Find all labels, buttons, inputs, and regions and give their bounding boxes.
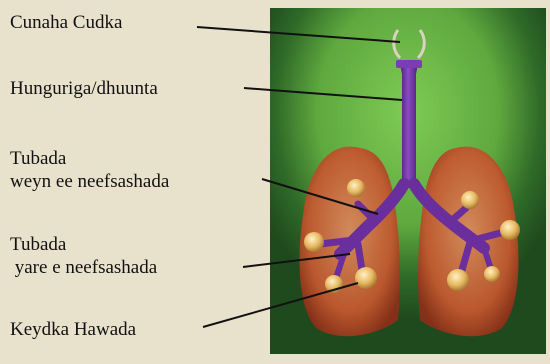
lung-diagram-panel — [270, 8, 546, 354]
label-bronchi: Tubada weyn ee neefsashada — [10, 147, 169, 193]
left-branch-low — [358, 244, 362, 270]
label-bronchioles-line2: yare e neefsashada — [10, 256, 157, 279]
alveolus — [500, 220, 520, 240]
label-bronchioles: Tubada yare e neefsashada — [10, 233, 157, 279]
alveolus — [447, 269, 469, 291]
lung-illustration — [270, 8, 546, 354]
alveolus — [347, 179, 365, 197]
alveolus — [355, 267, 377, 289]
trachea — [400, 64, 418, 188]
label-air-passage: Cunaha Cudka — [10, 11, 122, 34]
label-alveoli: Keydka Hawada — [10, 318, 136, 341]
alveolus — [325, 275, 343, 293]
label-throat: Hunguriga/dhuunta — [10, 77, 158, 100]
alveolus — [461, 191, 479, 209]
alveolus — [304, 232, 324, 252]
label-bronchi-line1: Tubada — [10, 147, 169, 170]
trachea-top — [396, 60, 422, 68]
alveolus — [484, 266, 500, 282]
label-bronchioles-line1: Tubada — [10, 233, 157, 256]
label-bronchi-line2: weyn ee neefsashada — [10, 170, 169, 193]
left-branch-mid — [320, 240, 354, 244]
